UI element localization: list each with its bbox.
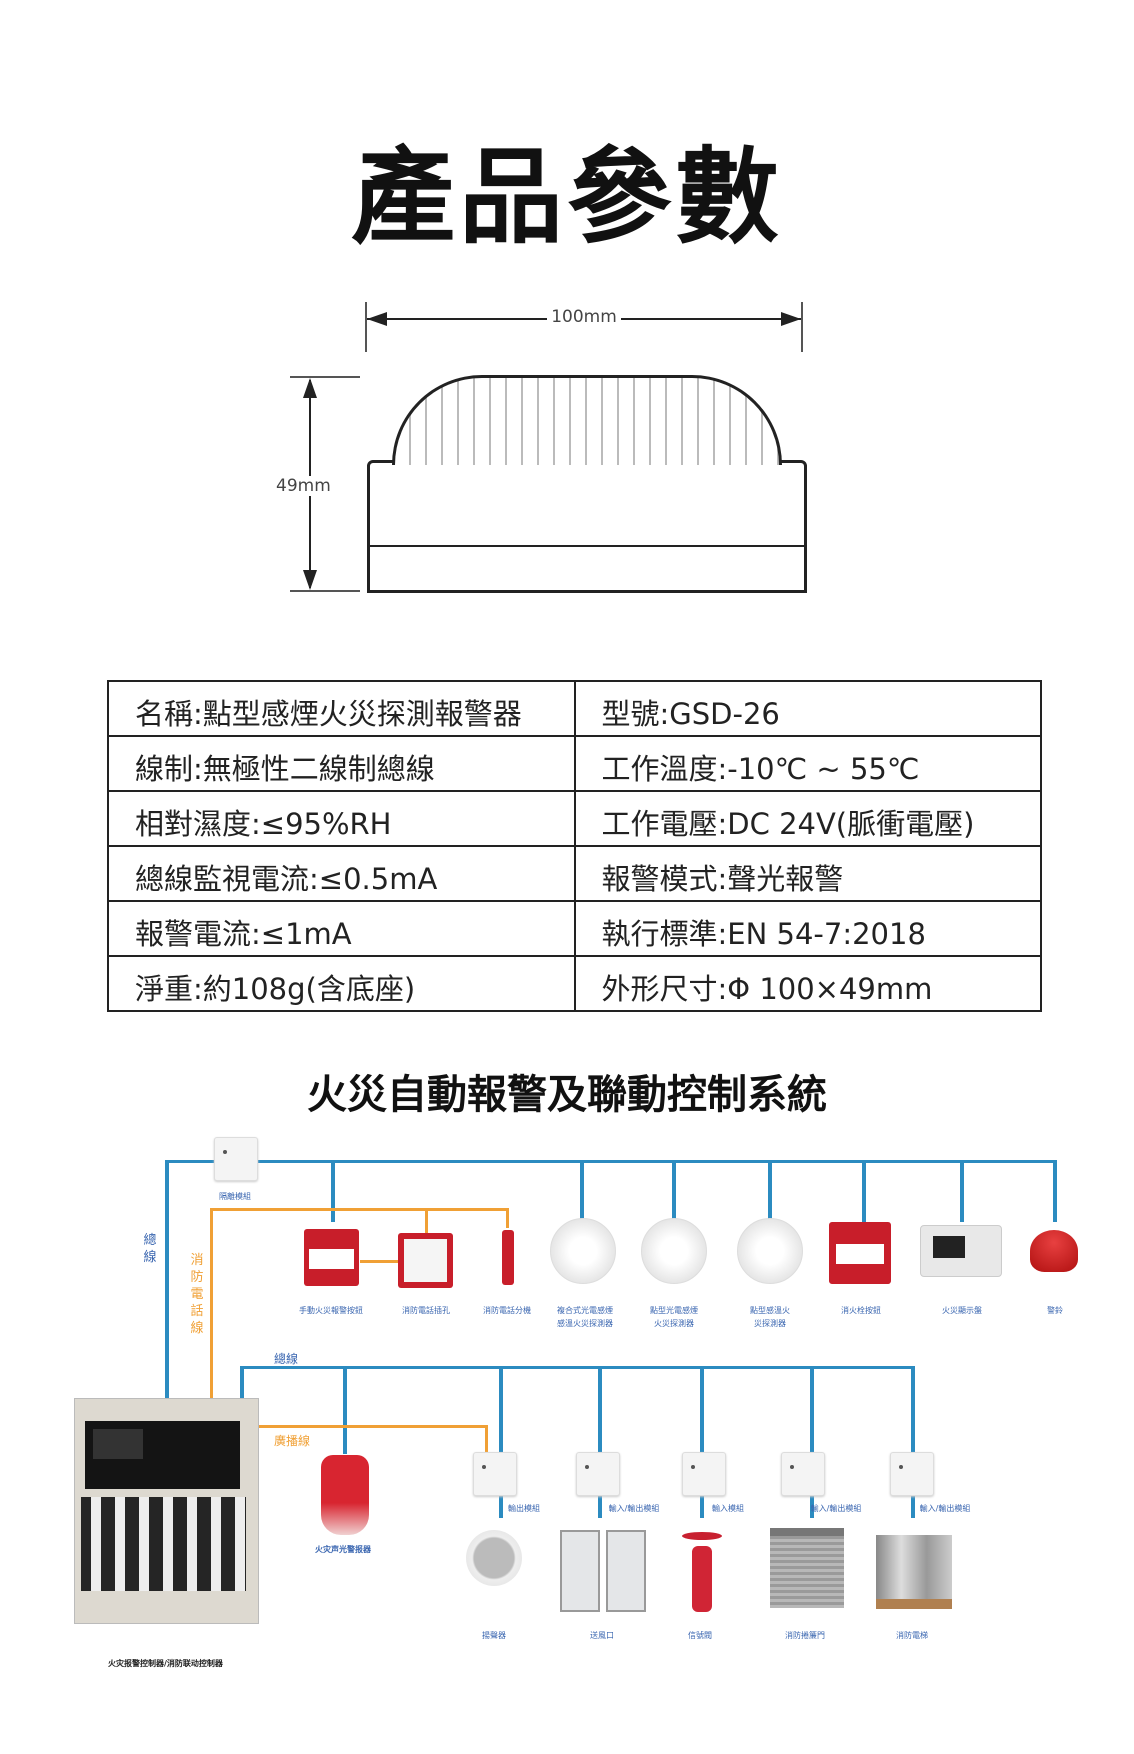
smoke-detector-image	[641, 1218, 707, 1284]
signal-valve-image	[682, 1532, 722, 1614]
strobe-label: 火灾声光警报器	[315, 1545, 371, 1554]
spec-cell: 工作溫度:-10℃ ~ 55℃	[573, 735, 1042, 792]
module-label: 輸入模組	[712, 1504, 744, 1513]
top-device-label: 點型感溫火 災探測器	[750, 1306, 790, 1328]
fire-elevator-image	[876, 1535, 952, 1609]
spec-cell: 報警模式:聲光報警	[573, 845, 1042, 902]
spec-row: 淨重:約108g(含底座)外形尺寸:Φ 100×49mm	[107, 955, 1042, 1012]
bus-label-vertical: 總線	[143, 1233, 157, 1265]
bottom-device-label: 送風口	[590, 1631, 614, 1640]
speaker-image	[466, 1530, 522, 1586]
bottom-device-label: 信號閥	[688, 1631, 712, 1640]
detector-top	[392, 375, 782, 465]
sounder-strobe-image	[321, 1455, 369, 1535]
input-module-image	[682, 1452, 726, 1496]
spec-cell: 執行標準:EN 54-7:2018	[573, 900, 1042, 957]
bottom-device-label: 消防捲簾門	[785, 1631, 825, 1640]
broadcast-line-label: 廣播線	[274, 1434, 311, 1448]
air-vent-image	[560, 1530, 600, 1612]
fire-shutter-door-image	[770, 1528, 844, 1608]
top-device-label: 火災顯示盤	[942, 1306, 982, 1315]
heat-detector-image	[737, 1218, 803, 1284]
top-device-label: 複合式光電感煙 感溫火災探測器	[557, 1306, 613, 1328]
top-device-label: 消火栓按鈕	[841, 1306, 881, 1315]
isolation-module-label: 隔離模組	[219, 1192, 251, 1201]
phone-jack-image	[398, 1233, 453, 1288]
air-vent-image	[606, 1530, 646, 1612]
output-module-image	[473, 1452, 517, 1496]
bottom-device-label: 消防電梯	[896, 1631, 928, 1640]
top-device-label: 消防電話插孔	[402, 1306, 450, 1315]
isolation-module-image	[214, 1137, 258, 1181]
detector-body	[367, 460, 807, 593]
manual-alarm-button-image	[304, 1229, 359, 1286]
top-device-label: 點型光電感煙 火災探測器	[650, 1306, 698, 1328]
spec-cell: 線制:無極性二線制總線	[107, 735, 576, 792]
spec-cell: 工作電壓:DC 24V(脈衝電壓)	[573, 790, 1042, 847]
module-label: 輸出模組	[508, 1504, 540, 1513]
bus-label: 總線	[274, 1352, 299, 1366]
spec-cell: 型號:GSD-26	[573, 680, 1042, 737]
bottom-device-label: 揚聲器	[482, 1631, 506, 1640]
system-title: 火災自動報警及聯動控制系統	[307, 1072, 827, 1118]
height-dimension: 49mm	[272, 476, 335, 496]
hydrant-button-image	[829, 1222, 891, 1284]
spec-cell: 報警電流:≤1mA	[107, 900, 576, 957]
fire-display-panel-image	[920, 1225, 1002, 1277]
spec-row: 名稱:點型感煙火災探測報警器型號:GSD-26	[107, 680, 1042, 737]
top-device-label: 消防電話分機	[483, 1306, 531, 1315]
module-label: 輸入/輸出模組	[608, 1504, 660, 1513]
spec-cell: 相對濕度:≤95%RH	[107, 790, 576, 847]
module-label: 輸入/輸出模組	[810, 1504, 862, 1513]
spec-row: 線制:無極性二線制總線工作溫度:-10℃ ~ 55℃	[107, 735, 1042, 792]
phone-line-label: 消防電話線	[190, 1253, 204, 1336]
top-device-label: 警鈴	[1047, 1306, 1063, 1315]
width-dimension: 100mm	[547, 307, 621, 327]
spec-cell: 淨重:約108g(含底座)	[107, 955, 576, 1012]
top-device-label: 手動火災報警按鈕	[299, 1306, 363, 1315]
alarm-bell-image	[1030, 1230, 1078, 1272]
io-module-image	[576, 1452, 620, 1496]
spec-cell: 總線監視電流:≤0.5mA	[107, 845, 576, 902]
page-title: 產品參數	[350, 136, 783, 258]
spec-cell: 名稱:點型感煙火災探測報警器	[107, 680, 576, 737]
module-label: 輸入/輸出模組	[919, 1504, 971, 1513]
io-module-image	[781, 1452, 825, 1496]
spec-cell: 外形尺寸:Φ 100×49mm	[573, 955, 1042, 1012]
control-panel-image	[74, 1398, 259, 1624]
composite-detector-image	[550, 1218, 616, 1284]
io-module-image	[890, 1452, 934, 1496]
phone-handset-image	[502, 1230, 514, 1285]
control-panel-caption: 火灾报警控制器/消防联动控制器	[108, 1659, 223, 1668]
